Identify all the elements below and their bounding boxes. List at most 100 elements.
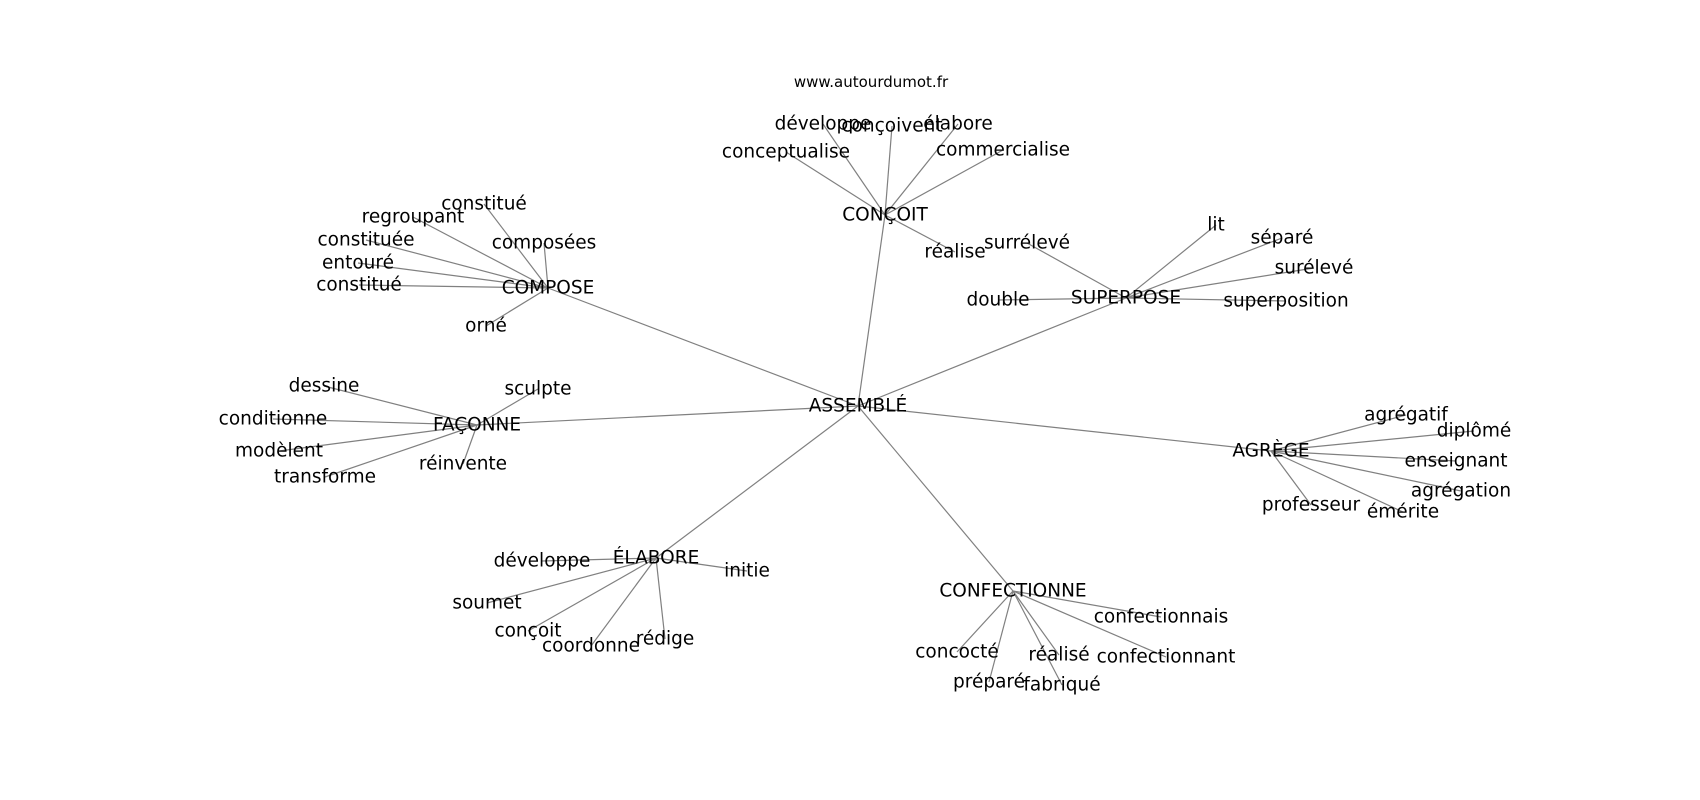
graph-edge — [485, 287, 549, 327]
leaf-word[interactable]: double — [966, 290, 1029, 311]
graph-edge — [357, 262, 549, 289]
graph-edge — [857, 297, 1127, 407]
graph-edge — [412, 216, 549, 289]
leaf-word[interactable]: soumet — [452, 593, 521, 614]
graph-edge — [655, 557, 666, 640]
leaf-word[interactable]: modèlent — [235, 441, 323, 462]
graph-edge — [1125, 224, 1217, 299]
graph-edge — [590, 557, 657, 647]
group-word[interactable]: CONÇOIT — [842, 205, 928, 226]
leaf-word[interactable]: initie — [724, 561, 770, 582]
leaf-word[interactable]: développe — [494, 551, 591, 572]
group-word[interactable]: CONFECTIONNE — [939, 581, 1086, 602]
graph-edge — [884, 123, 959, 216]
leaf-word[interactable]: diplômé — [1437, 421, 1512, 442]
graph-edge — [857, 405, 1014, 592]
leaf-word[interactable]: réalise — [924, 242, 985, 263]
graph-edge — [324, 424, 478, 478]
graph-edge — [1026, 242, 1127, 299]
leaf-word[interactable]: orné — [465, 316, 507, 337]
graph-edge — [541, 557, 657, 562]
graph-edge — [1012, 590, 1063, 686]
leaf-word[interactable]: enseignant — [1404, 451, 1507, 472]
graph-edge — [358, 284, 549, 289]
graph-edge — [1125, 297, 1287, 302]
leaf-word[interactable]: professeur — [1262, 495, 1361, 516]
graph-edge — [527, 557, 657, 632]
leaf-word[interactable]: transforme — [274, 467, 376, 488]
graph-edge — [884, 214, 956, 253]
group-word[interactable]: SUPERPOSE — [1071, 288, 1181, 309]
graph-edge — [462, 424, 478, 465]
leaf-word[interactable]: sculpte — [504, 379, 571, 400]
leaf-word[interactable]: élabore — [923, 114, 993, 135]
leaf-word[interactable]: commercialise — [936, 140, 1070, 161]
leaf-word[interactable]: développe — [775, 114, 872, 135]
group-word[interactable]: ÉLABORE — [613, 547, 700, 569]
graph-labels: ASSEMBLÉCONÇOITdéveloppeconçoiventélabor… — [219, 114, 1512, 696]
leaf-word[interactable]: réalisé — [1028, 645, 1089, 666]
leaf-word[interactable]: rédige — [636, 629, 695, 650]
graph-edge — [278, 424, 478, 452]
graph-edge — [1270, 450, 1457, 462]
leaf-word[interactable]: confectionnant — [1097, 647, 1236, 668]
graph-edge — [476, 405, 859, 426]
graph-edge — [884, 149, 1004, 216]
graph-edge — [1270, 450, 1404, 513]
graph-edge — [655, 405, 859, 559]
graph-edge — [1012, 590, 1162, 618]
center-word[interactable]: ASSEMBLÉ — [809, 395, 907, 417]
graph-edge — [884, 125, 893, 216]
leaf-word[interactable]: superposition — [1223, 291, 1348, 312]
leaf-word[interactable]: entouré — [322, 253, 394, 274]
leaf-word[interactable]: agrégation — [1411, 481, 1511, 502]
group-word[interactable]: AGRÈGE — [1232, 440, 1309, 462]
group-word[interactable]: COMPOSE — [502, 278, 595, 299]
graph-edge — [1270, 450, 1312, 506]
leaf-word[interactable]: agrégatif — [1364, 405, 1448, 426]
graph-edge — [988, 590, 1014, 683]
leaf-word[interactable]: préparé — [953, 672, 1025, 693]
graph-edge — [1125, 267, 1315, 299]
leaf-word[interactable]: dessine — [289, 376, 360, 397]
leaf-word[interactable]: concocté — [915, 642, 999, 663]
graph-edge — [547, 287, 859, 407]
graph-edge — [543, 242, 549, 289]
leaf-word[interactable]: réinvente — [419, 454, 507, 475]
leaf-word[interactable]: constituée — [318, 230, 415, 251]
graph-edge — [857, 214, 886, 407]
leaf-word[interactable]: surélevé — [1275, 258, 1354, 279]
graph-edge — [1270, 430, 1475, 452]
graph-edge — [857, 405, 1272, 452]
graph-edge — [483, 203, 549, 289]
leaf-word[interactable]: conçoivent — [841, 116, 942, 137]
leaf-word[interactable]: constitué — [441, 194, 527, 215]
leaf-word[interactable]: conceptualise — [722, 142, 850, 163]
graph-edge — [785, 151, 886, 216]
leaf-word[interactable]: confectionnais — [1094, 607, 1229, 628]
leaf-word[interactable]: conditionne — [219, 409, 328, 430]
graph-edge — [486, 557, 657, 604]
graph-edge — [323, 385, 478, 426]
leaf-word[interactable]: constitué — [316, 275, 402, 296]
graph-edge — [1270, 450, 1462, 492]
graph-edge — [272, 418, 478, 426]
site-url[interactable]: www.autourdumot.fr — [794, 73, 949, 91]
leaf-word[interactable]: conçoit — [494, 621, 561, 642]
leaf-word[interactable]: coordonne — [542, 636, 640, 657]
leaf-word[interactable]: séparé — [1251, 228, 1314, 249]
graph-edge — [822, 123, 886, 216]
graph-edge — [1125, 237, 1283, 299]
graph-edge — [365, 239, 549, 289]
leaf-word[interactable]: surrélevé — [984, 233, 1070, 254]
leaf-word[interactable]: composées — [492, 233, 597, 254]
leaf-word[interactable]: lit — [1207, 215, 1225, 236]
leaf-word[interactable]: émérite — [1367, 502, 1439, 523]
graph-edge — [655, 557, 748, 572]
graph-edge — [476, 388, 539, 426]
graph-edge — [1012, 590, 1167, 658]
leaf-word[interactable]: regroupant — [362, 207, 465, 228]
leaf-word[interactable]: fabriqué — [1023, 675, 1100, 696]
group-word[interactable]: FAÇONNE — [433, 415, 521, 436]
